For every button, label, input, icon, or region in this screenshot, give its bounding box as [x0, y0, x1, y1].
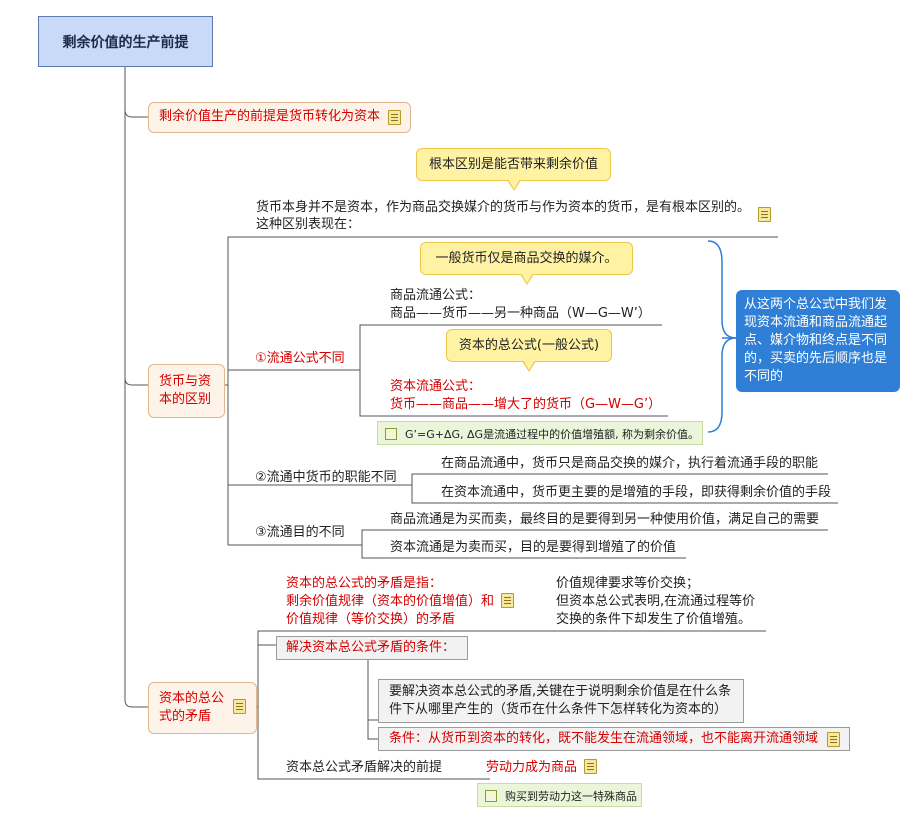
condition-label: 解决资本总公式矛盾的条件：: [286, 640, 456, 655]
root-topic[interactable]: 剩余价值的生产前提: [38, 16, 213, 67]
branch2-label-line1: 货币与资: [159, 374, 212, 389]
callout-capital-general-formula: 资本的总公式(一般公式): [446, 329, 612, 372]
law-line1: 价值规律要求等价交换；: [556, 576, 700, 591]
condition-text-box[interactable]: 条件：从货币到资本的转化，既不能发生在流通领域，也不能离开流通领域: [378, 727, 850, 751]
branch3-label-line1: 资本的总公: [159, 691, 225, 706]
condition-label-box[interactable]: 解决资本总公式矛盾的条件：: [276, 636, 468, 660]
blue-summary-text: 从这两个总公式中我们发现资本流通和商品流通起点、媒介物和终点是不同的，买卖的先后…: [744, 297, 888, 384]
law-line2: 但资本总公式表明,在流通过程等价: [556, 594, 756, 609]
summary-blue-box[interactable]: 从这两个总公式中我们发现资本流通和商品流通起点、媒介物和终点是不同的，买卖的先后…: [736, 290, 900, 392]
note-icon[interactable]: [388, 110, 401, 125]
note-list-icon: [385, 428, 397, 440]
note-icon[interactable]: [501, 593, 514, 608]
callout-a-text: 一般货币仅是商品交换的媒介。: [435, 251, 618, 266]
branch2-label-line2: 本的区别: [159, 392, 212, 407]
note-icon[interactable]: [584, 759, 597, 774]
branch-money-to-capital[interactable]: 剩余价值生产的前提是货币转化为资本: [148, 102, 411, 133]
callout-fundamental-difference: 根本区别是能否带来剩余价值: [416, 148, 611, 191]
callout-general-money: 一般货币仅是商品交换的媒介。: [420, 242, 633, 285]
contradiction-line1: 资本的总公式的矛盾是指：: [286, 576, 443, 591]
point1-label[interactable]: ①流通公式不同: [255, 351, 345, 366]
point2-label[interactable]: ②流通中货币的职能不同: [255, 470, 397, 485]
note-icon[interactable]: [758, 207, 771, 222]
surplus-value-note[interactable]: G’=G+ΔG, ΔG是流通过程中的价值增殖额, 称为剩余价值。: [377, 421, 703, 445]
branch3-label-line2: 式的矛盾: [159, 709, 212, 724]
intro-line1: 货币本身并不是资本，作为商品交换媒介的货币与作为资本的货币，是有根本区别的。: [256, 200, 751, 215]
key-line2: 件下从哪里产生的（货币在什么条件下怎样转化为资本的）: [389, 702, 728, 717]
note-list-icon: [485, 790, 497, 802]
contradiction-line3: 价值规律（等价交换）的矛盾: [286, 612, 456, 627]
point3-line-b[interactable]: 资本流通是为卖而买，目的是要得到增殖了的价值: [390, 540, 677, 555]
premise-value[interactable]: 劳动力成为商品: [486, 760, 578, 775]
contradiction-line2: 剩余价值规律（资本的价值增值）和: [286, 594, 495, 609]
point3-label[interactable]: ③流通目的不同: [255, 525, 345, 540]
branch-money-vs-capital[interactable]: 货币与资 本的区别: [148, 364, 225, 418]
commodity-formula[interactable]: 商品——货币——另一种商品（W—G—W’）: [390, 306, 651, 321]
key-explanation-box[interactable]: 要解决资本总公式的矛盾,关键在于说明剩余价值是在什么条 件下从哪里产生的（货币在…: [378, 679, 744, 723]
capital-formula-title: 资本流通公式：: [390, 379, 482, 394]
note-icon[interactable]: [827, 732, 840, 747]
key-line1: 要解决资本总公式的矛盾,关键在于说明剩余价值是在什么条: [389, 684, 732, 699]
point3-line-a[interactable]: 商品流通是为买而卖，最终目的是要得到另一种使用价值，满足自己的需要: [390, 512, 820, 527]
condition-text: 条件：从货币到资本的转化，既不能发生在流通领域，也不能离开流通领域: [389, 731, 819, 746]
premise-note-text: 购买到劳动力这一特殊商品: [505, 790, 637, 803]
point2-line-b[interactable]: 在资本流通中，货币更主要的是增殖的手段，即获得剩余价值的手段: [441, 485, 832, 500]
commodity-formula-title: 商品流通公式：: [390, 288, 482, 303]
premise-label[interactable]: 资本总公式矛盾解决的前提: [286, 760, 443, 775]
point2-line-a[interactable]: 在商品流通中，货币只是商品交换的媒介，执行着流通手段的职能: [441, 456, 819, 471]
capital-formula[interactable]: 货币——商品——增大了的货币（G—W—G’）: [390, 397, 662, 412]
root-title: 剩余价值的生产前提: [62, 34, 189, 51]
note-icon[interactable]: [233, 699, 246, 714]
branch1-label: 剩余价值生产的前提是货币转化为资本: [159, 109, 381, 124]
callout-b-text: 资本的总公式(一般公式): [458, 338, 600, 353]
premise-note[interactable]: 购买到劳动力这一特殊商品: [477, 783, 642, 807]
callout-top-text: 根本区别是能否带来剩余价值: [428, 157, 598, 172]
branch-capital-formula-contradiction[interactable]: 资本的总公 式的矛盾: [148, 682, 257, 734]
green-note-text: G’=G+ΔG, ΔG是流通过程中的价值增殖额, 称为剩余价值。: [405, 428, 700, 441]
law-line3: 交换的条件下却发生了价值增殖。: [556, 612, 752, 627]
intro-line2: 这种区别表现在：: [256, 217, 361, 232]
